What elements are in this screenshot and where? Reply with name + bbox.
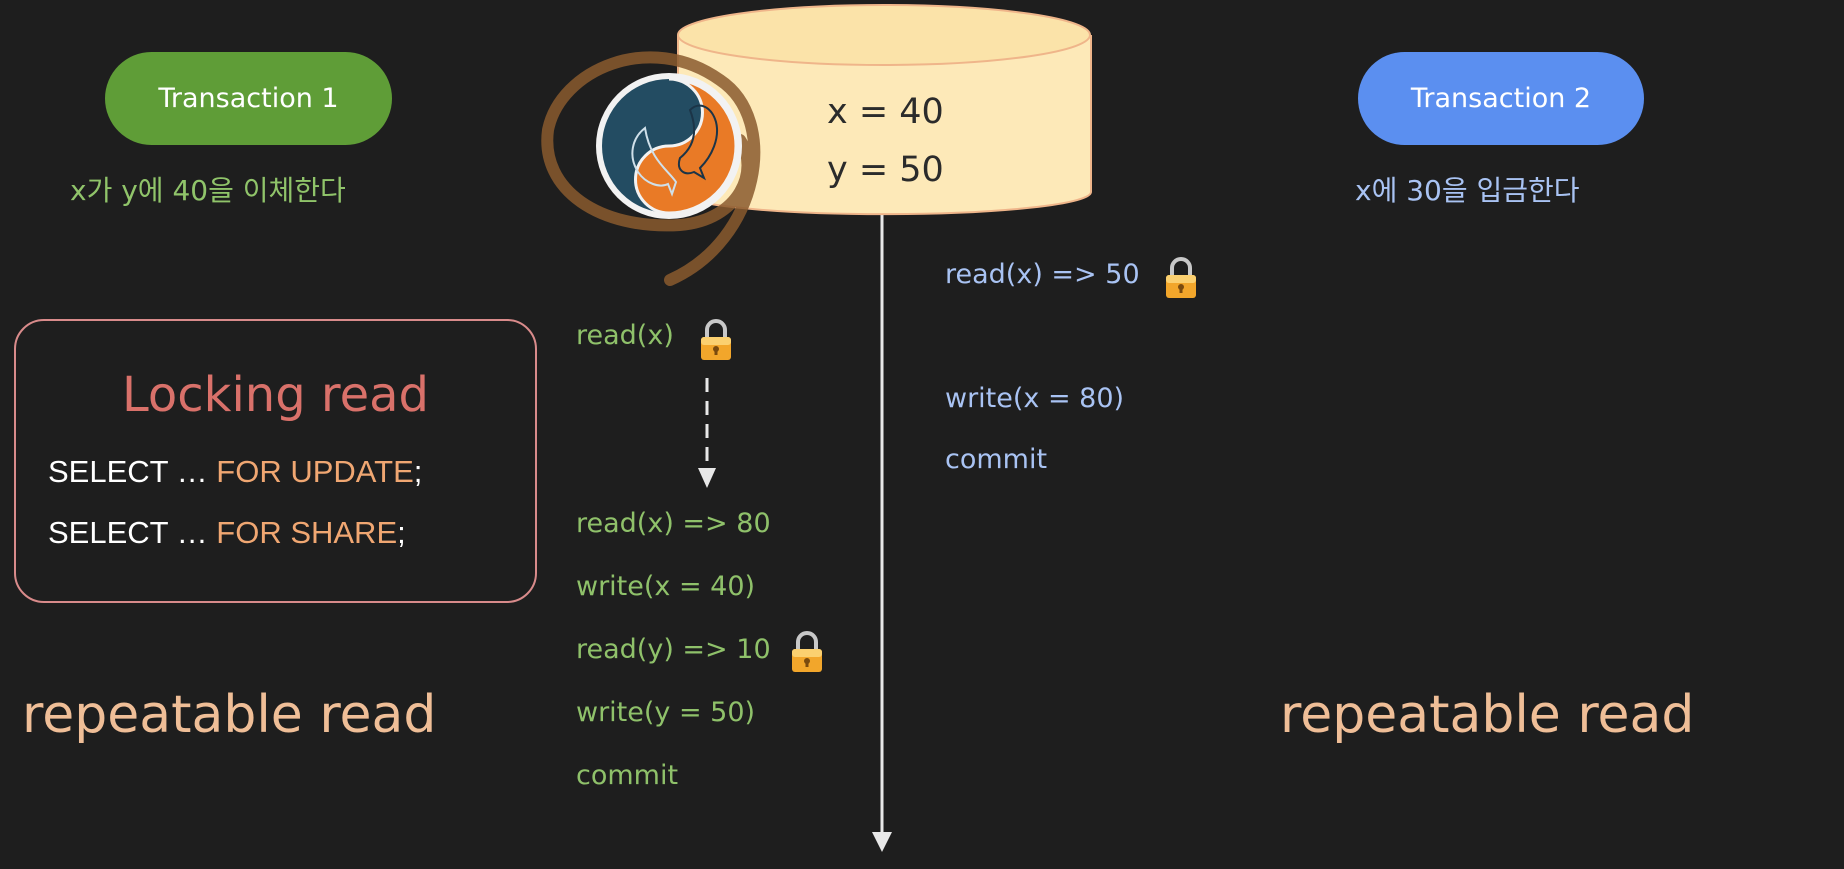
t1-op-write-x: write(x = 40) <box>576 571 756 602</box>
sql-select-keyword: SELECT … <box>48 454 217 489</box>
t1-op-commit: commit <box>576 760 679 791</box>
transaction-1-isolation-level: repeatable read <box>22 685 437 745</box>
lock-icon <box>792 631 822 672</box>
highlight-scribble <box>541 51 761 286</box>
locking-read-title: Locking read <box>121 367 430 423</box>
t1-op-read-x-result: read(x) => 80 <box>576 508 771 539</box>
db-y-value: y = 50 <box>827 150 944 190</box>
t1-op-read-y: read(y) => 10 <box>576 634 771 665</box>
db-x-value: x = 40 <box>827 92 944 132</box>
sql-select-keyword: SELECT … <box>48 515 217 550</box>
t2-op-read-x: read(x) => 50 <box>945 259 1140 290</box>
sql-for-update-clause: FOR UPDATE <box>216 454 414 489</box>
transaction-2-badge: Transaction 2 <box>1358 52 1644 145</box>
t2-op-commit: commit <box>945 444 1048 475</box>
database-cylinder <box>677 4 1092 216</box>
transaction-2-description: x에 30을 입금한다 <box>1355 174 1580 207</box>
transaction-1-badge: Transaction 1 <box>105 52 392 145</box>
transaction-1-description: x가 y에 40을 이체한다 <box>70 174 346 207</box>
sql-semicolon: ; <box>397 515 406 550</box>
t1-op-write-y: write(y = 50) <box>576 697 756 728</box>
sql-for-share-clause: FOR SHARE <box>216 515 398 550</box>
lock-icon <box>1166 257 1196 298</box>
locking-read-box: Locking read SELECT … FOR UPDATE; SELECT… <box>14 319 537 603</box>
sql-semicolon: ; <box>413 454 423 489</box>
sql-for-share-line: SELECT … FOR SHARE; <box>48 515 406 551</box>
t1-op-read-x: read(x) <box>576 320 674 351</box>
t2-op-write-x: write(x = 80) <box>945 383 1125 414</box>
timeline-arrow-icon <box>872 215 892 852</box>
sql-for-update-line: SELECT … FOR UPDATE; <box>48 454 422 490</box>
dashed-arrow-down-icon <box>698 378 716 488</box>
transaction-2-isolation-level: repeatable read <box>1280 685 1695 745</box>
lock-icon <box>701 319 731 360</box>
mysql-dolphin-icon <box>596 73 742 219</box>
